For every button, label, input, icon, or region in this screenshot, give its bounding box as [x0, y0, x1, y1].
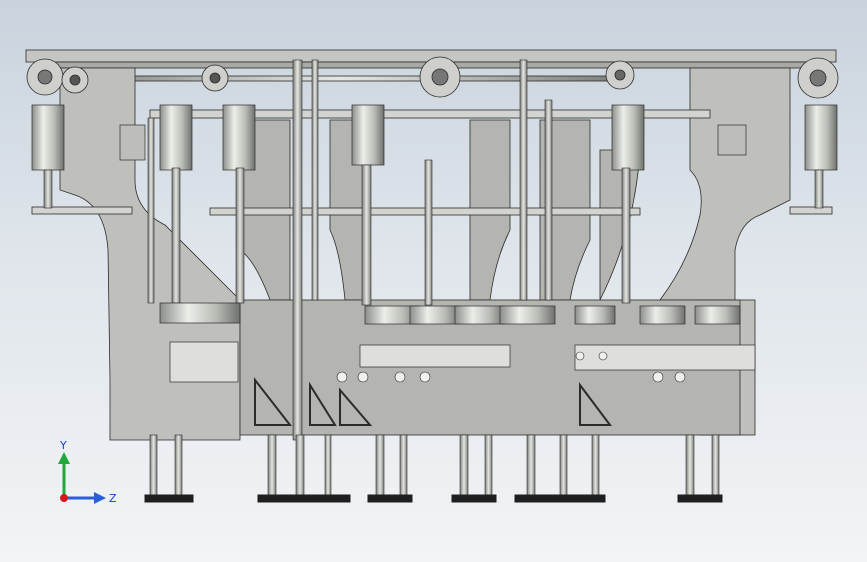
view-orientation-triad: Y Z — [58, 439, 117, 505]
valve-blocks — [169, 341, 756, 383]
y-axis-arrowhead — [58, 452, 70, 464]
lower-cylinder-row — [159, 302, 741, 325]
sprockets — [26, 56, 839, 99]
z-axis-label: Z — [109, 492, 117, 505]
bottom-rods — [149, 434, 720, 496]
x-axis-dot — [60, 494, 68, 502]
round-fittings — [336, 351, 686, 383]
triangle-brackets — [254, 377, 612, 426]
y-axis-label: Y — [59, 439, 67, 452]
bottom-pads — [144, 494, 723, 503]
z-axis-arrowhead — [94, 492, 106, 504]
